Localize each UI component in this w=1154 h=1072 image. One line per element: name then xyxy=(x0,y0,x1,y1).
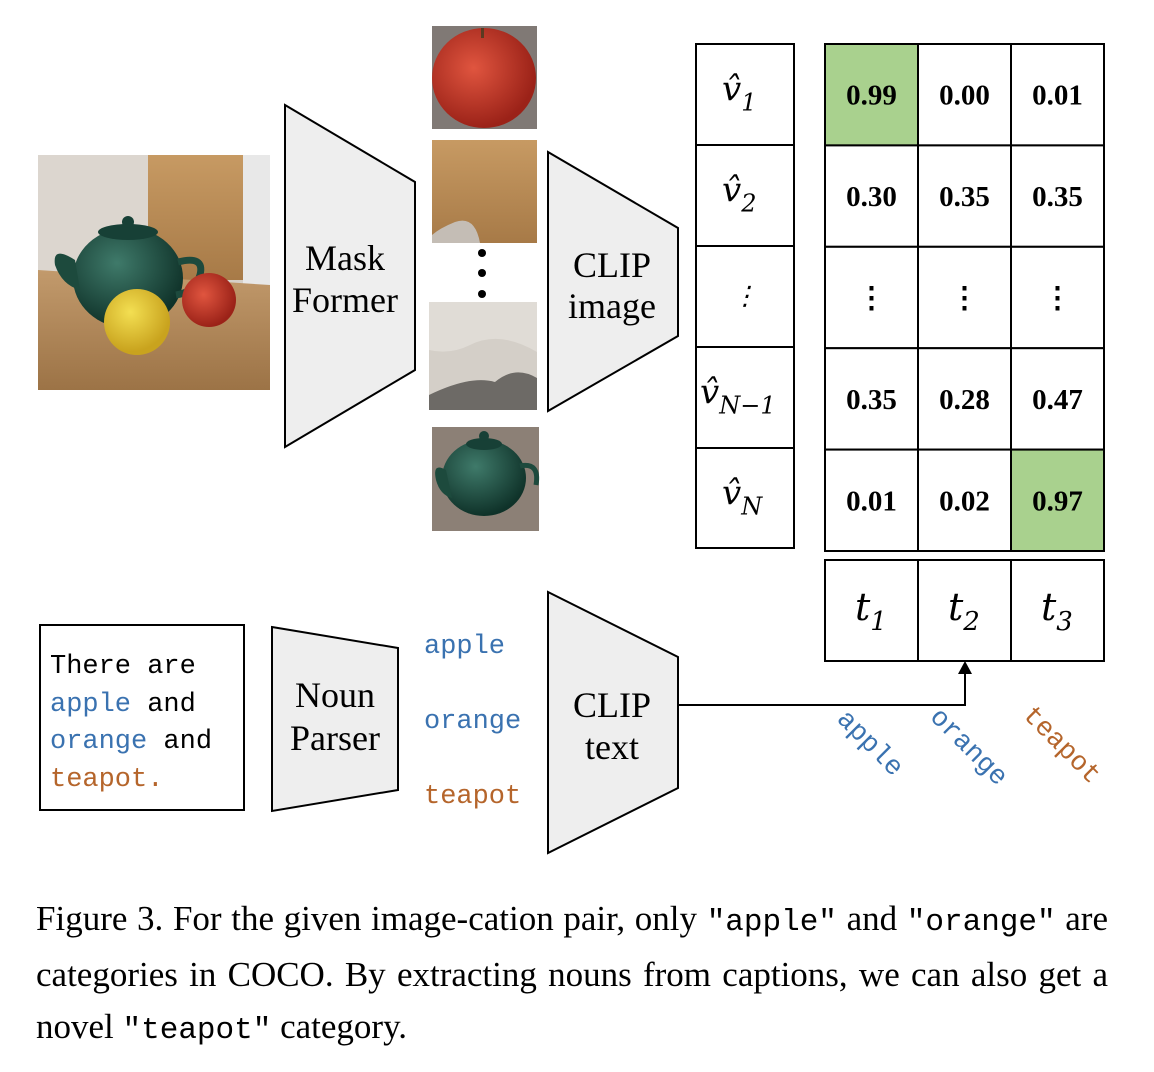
clip-text-module: CLIP text xyxy=(547,590,679,855)
mask-crop-wood xyxy=(432,140,537,243)
caption-line1: There are xyxy=(50,652,196,682)
pipeline-diagram: Mask Former CLIP image xyxy=(38,26,1106,855)
matrix-cell xyxy=(1010,347,1105,451)
matrix-cell xyxy=(917,448,1012,553)
mask-crop-teapot xyxy=(432,427,540,531)
rotated-label-apple: apple xyxy=(830,705,908,783)
visual-embedding-label: ⋮ xyxy=(732,282,758,312)
mask-former-module: Mask Former xyxy=(284,103,416,449)
visual-embedding-label: v̂N−1 xyxy=(700,373,776,420)
mask-crop-ellipsis xyxy=(478,249,486,298)
matrix-cell-value: ⋮ xyxy=(1043,283,1072,315)
svg-text:apple and: apple and xyxy=(50,690,196,720)
matrix-cell-value: 0.28 xyxy=(939,384,990,416)
visual-embedding-label: v̂N xyxy=(722,474,763,521)
mask-crop-background xyxy=(429,302,537,410)
matrix-cell-value: 0.97 xyxy=(1032,485,1083,517)
clip-text-label-line2: text xyxy=(585,727,639,767)
caption-word-apple: apple xyxy=(50,690,131,720)
matrix-cell-value: 0.02 xyxy=(939,485,990,517)
matrix-cell-value: 0.30 xyxy=(846,181,897,213)
mask-crop-apple xyxy=(432,26,537,129)
clip-image-label-line2: image xyxy=(568,286,656,326)
text-embedding-row: t1 t2 t3 xyxy=(824,559,1105,662)
caption-code-apple: "apple" xyxy=(706,905,837,940)
caption-part-2: and xyxy=(836,899,907,938)
caption-code-orange: "orange" xyxy=(906,905,1056,940)
matrix-cell-value: 0.35 xyxy=(846,384,897,416)
caption-part-4: category. xyxy=(271,1007,408,1046)
text-embedding-arrow xyxy=(679,661,972,706)
text-embedding-label: t3 xyxy=(1041,585,1073,637)
mask-former-label-line1: Mask xyxy=(305,238,385,278)
parsed-noun-teapot: teapot xyxy=(424,782,521,812)
matrix-cell xyxy=(824,448,919,553)
similarity-matrix: 0.99 0.00 0.01 0.30 0.35 0.35 ⋮ ⋮ ⋮ 0.35 0.28 0.47 0… xyxy=(824,43,1105,553)
caption-word-orange: orange xyxy=(50,727,147,757)
matrix-cell-value: 0.01 xyxy=(1032,80,1083,112)
clip-text-label-line1: CLIP xyxy=(573,685,651,725)
clip-image-label-line1: CLIP xyxy=(573,245,651,285)
noun-parser-label-line1: Noun xyxy=(295,675,375,715)
caption-word-and1: and xyxy=(147,690,196,720)
matrix-cell-value: ⋮ xyxy=(857,283,886,315)
matrix-cell-value: 0.35 xyxy=(1032,181,1083,213)
input-caption-box: There are apple and orange and teapot. xyxy=(39,624,245,811)
text-embedding-label: t1 xyxy=(855,585,887,637)
rotated-label-orange: orange xyxy=(923,703,1013,793)
figure-caption: Figure 3. For the given image-cation pai… xyxy=(36,893,1108,1057)
text-embedding-label: t2 xyxy=(948,585,980,637)
visual-embedding-label: v̂1 xyxy=(722,70,757,117)
matrix-cell xyxy=(1010,144,1105,248)
input-photo xyxy=(38,155,270,390)
matrix-cell-value: 0.00 xyxy=(939,80,990,112)
caption-word-teapot: teapot. xyxy=(50,765,163,795)
noun-parser-label-line2: Parser xyxy=(290,718,380,758)
caption-part-3: are categories in COCO. By extracting no… xyxy=(36,899,1108,1046)
matrix-cell-value: 0.01 xyxy=(846,485,897,517)
matrix-cell-value: ⋮ xyxy=(950,283,979,315)
svg-text:orange and: orange and xyxy=(50,727,212,757)
visual-embedding-column: v̂1 v̂2 ⋮ v̂N−1 v̂N xyxy=(695,43,795,549)
matrix-cell-highlighted xyxy=(1010,448,1105,553)
caption-code-teapot: "teapot" xyxy=(122,1013,272,1048)
visual-embedding-label: v̂2 xyxy=(722,171,757,218)
caption-part-1: Figure 3. For the given image-cation pai… xyxy=(36,899,707,938)
mask-former-label-line2: Former xyxy=(292,280,398,320)
matrix-cell-value: 0.47 xyxy=(1032,384,1083,416)
parsed-noun-apple: apple xyxy=(424,632,505,662)
caption-word-and2: and xyxy=(163,727,212,757)
matrix-cell xyxy=(917,245,1012,350)
rotated-category-labels: apple orange teapot xyxy=(830,701,1106,793)
matrix-cell-value: 0.35 xyxy=(939,181,990,213)
matrix-cell xyxy=(824,245,919,350)
rotated-label-teapot: teapot xyxy=(1016,701,1106,791)
matrix-cell-value: 0.99 xyxy=(846,80,897,112)
clip-image-module: CLIP image xyxy=(547,150,679,413)
parsed-noun-list: apple orange teapot xyxy=(424,632,521,812)
parsed-noun-orange: orange xyxy=(424,707,521,737)
noun-parser-module: Noun Parser xyxy=(271,625,399,813)
